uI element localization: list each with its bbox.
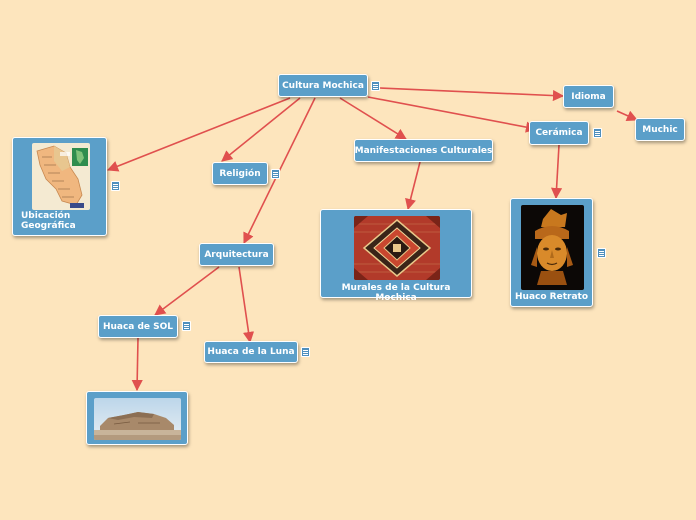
edge-root-religion	[221, 97, 301, 162]
huaca-sol-photo	[94, 398, 181, 440]
node-ubicacion-geografica[interactable]: Ubicación Geográfica	[12, 137, 107, 236]
node-arquitectura[interactable]: Arquitectura	[199, 243, 274, 266]
node-idioma-label: Idioma	[571, 91, 606, 102]
node-huaca-luna[interactable]: Huaca de la Luna	[204, 341, 298, 363]
node-religion-label: Religión	[219, 168, 261, 179]
peru-map-image	[32, 143, 90, 210]
edge-arquitectura-huacasol	[154, 266, 220, 316]
edge-arquitectura-huacaluna	[238, 266, 255, 344]
node-idioma[interactable]: Idioma	[563, 85, 614, 108]
note-icon[interactable]	[111, 181, 120, 191]
note-icon[interactable]	[301, 347, 310, 357]
node-huaca-sol-label: Huaca de SOL	[102, 321, 174, 332]
edge-ceramica-huaco	[550, 144, 563, 200]
node-muchic-label: Muchic	[642, 124, 678, 135]
node-huaca-luna-label: Huaca de la Luna	[207, 347, 295, 357]
node-ceramica-label: Cerámica	[535, 128, 583, 138]
node-muchic[interactable]: Muchic	[635, 118, 685, 141]
node-cultura-mochica-label: Cultura Mochica	[282, 80, 364, 91]
note-icon[interactable]	[182, 321, 191, 331]
note-icon[interactable]	[597, 248, 606, 258]
node-huaca-sol[interactable]: Huaca de SOL	[98, 315, 178, 338]
node-huaco-retrato[interactable]: Huaco Retrato	[510, 198, 593, 307]
edge-root-ubicacion	[106, 97, 291, 172]
edge-root-idioma	[379, 87, 565, 102]
edge-huacasol-image	[131, 337, 143, 392]
note-icon[interactable]	[271, 169, 280, 179]
huaco-portrait-image	[521, 205, 584, 290]
note-icon[interactable]	[371, 81, 380, 91]
node-manifestaciones[interactable]: Manifestaciones Culturales	[354, 139, 493, 162]
mural-textile-image	[354, 216, 440, 280]
edge-root-manifestaciones	[339, 97, 407, 140]
edge-idioma-muchic	[616, 110, 639, 121]
node-cultura-mochica[interactable]: Cultura Mochica	[278, 74, 368, 97]
node-religion[interactable]: Religión	[212, 162, 268, 185]
edge-root-ceramica	[367, 96, 538, 133]
node-murales-label: Murales de la Cultura Mochica	[341, 283, 451, 303]
node-huaca-sol-image[interactable]	[86, 391, 188, 445]
node-murales[interactable]: Murales de la Cultura Mochica	[320, 209, 472, 303]
node-ceramica[interactable]: Cerámica	[529, 121, 589, 145]
node-arquitectura-label: Arquitectura	[204, 249, 269, 260]
node-manifestaciones-label: Manifestaciones Culturales	[354, 145, 493, 156]
edge-manifestaciones-murales	[405, 161, 421, 211]
note-icon[interactable]	[593, 128, 602, 138]
node-ubicacion-label: Ubicación Geográfica	[21, 211, 76, 231]
node-huaco-label: Huaco Retrato	[515, 292, 588, 302]
